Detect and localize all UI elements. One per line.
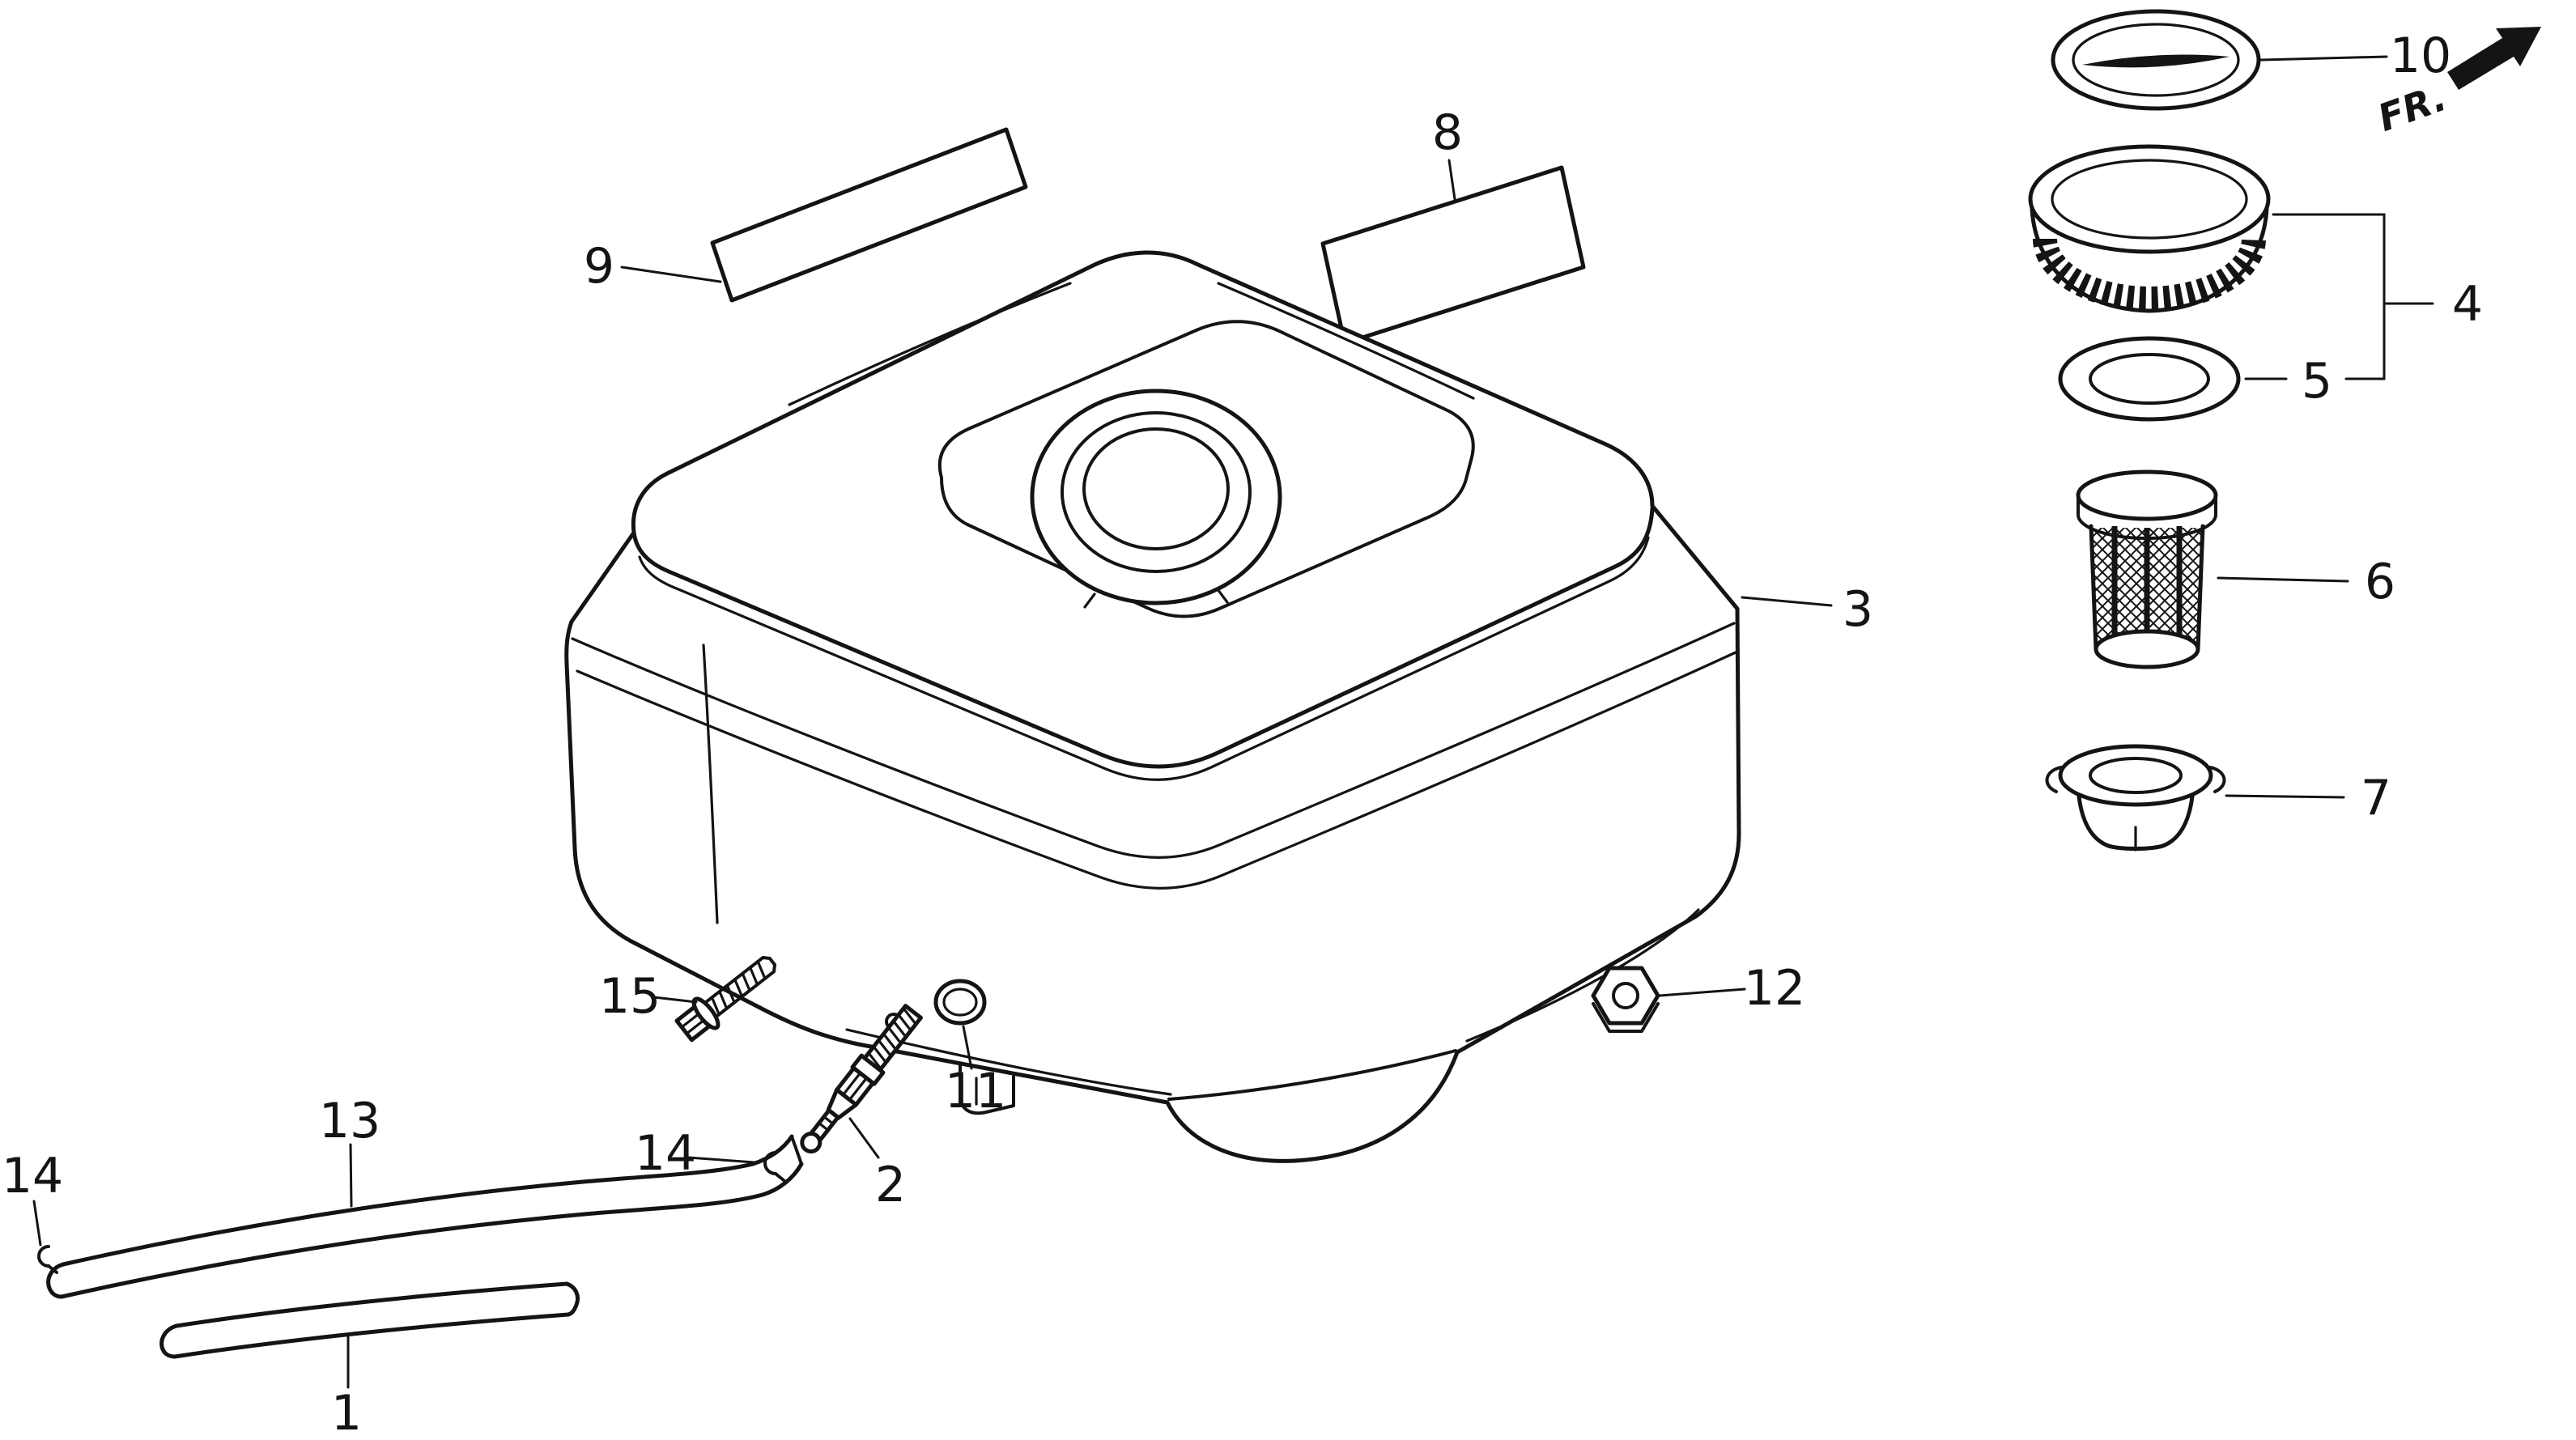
leader-4-bracket: [2272, 213, 2386, 380]
callout-8: 8: [1432, 104, 1463, 161]
callout-3: 3: [1843, 581, 1873, 638]
leader-14-right: [687, 1156, 756, 1164]
callout-14-left: 14: [2, 1148, 63, 1204]
o-ring: [933, 979, 987, 1026]
tube-clip-right: [763, 1151, 785, 1182]
leader-11: [962, 1025, 973, 1070]
leader-7: [2225, 794, 2345, 799]
callout-15: 15: [599, 968, 661, 1025]
callout-labels: 1 2 3 4 5 6 7 8 9 10 11 12 13 14 14 15: [2, 28, 2483, 1440]
fuel-cap: [2028, 144, 2271, 313]
callout-1: 1: [331, 1385, 362, 1440]
leader-2: [848, 1117, 880, 1159]
strainer-grommet: [2045, 744, 2226, 852]
decal-strip-8: [1320, 165, 1586, 346]
fuel-cock: [800, 1004, 923, 1154]
fuel-filler-neck: [1030, 389, 1282, 609]
callout-4: 4: [2452, 276, 2483, 333]
leader-lines: [32, 55, 2434, 1389]
callout-11: 11: [945, 1063, 1006, 1119]
tube-clip-left: [37, 1245, 58, 1274]
decal-strip-9: [710, 127, 1028, 303]
callout-12: 12: [1744, 960, 1805, 1017]
leader-8: [1447, 159, 1456, 201]
fr-label: FR.: [2372, 75, 2452, 140]
callout-13: 13: [319, 1093, 380, 1149]
flange-bolt: [674, 955, 777, 1043]
callout-6: 6: [2365, 554, 2395, 610]
fr-direction-marker: FR.: [2372, 27, 2541, 140]
callout-7: 7: [2361, 770, 2391, 826]
callout-9: 9: [584, 238, 614, 295]
callout-5: 5: [2302, 353, 2332, 410]
callout-2: 2: [875, 1157, 906, 1213]
leader-6: [2217, 576, 2349, 583]
fuel-strainer: [2076, 469, 2218, 669]
callout-10: 10: [2390, 28, 2451, 84]
fr-arrow-icon: [2447, 27, 2541, 90]
fuel-tube-lower: [159, 1281, 580, 1359]
drain-nut: [1591, 966, 1660, 1033]
fuel-tank: [564, 250, 1741, 1163]
callout-14-right: 14: [635, 1125, 696, 1182]
leader-14-left: [32, 1200, 42, 1247]
cap-gasket: [2058, 336, 2241, 422]
leader-9: [620, 265, 722, 283]
leader-3: [1741, 596, 1833, 607]
fuel-tube-upper: [46, 1134, 804, 1299]
fuel-cap-top-disc: [2051, 9, 2261, 111]
leader-15: [653, 996, 698, 1004]
leader-12: [1658, 988, 1746, 997]
leader-10: [2259, 55, 2388, 62]
